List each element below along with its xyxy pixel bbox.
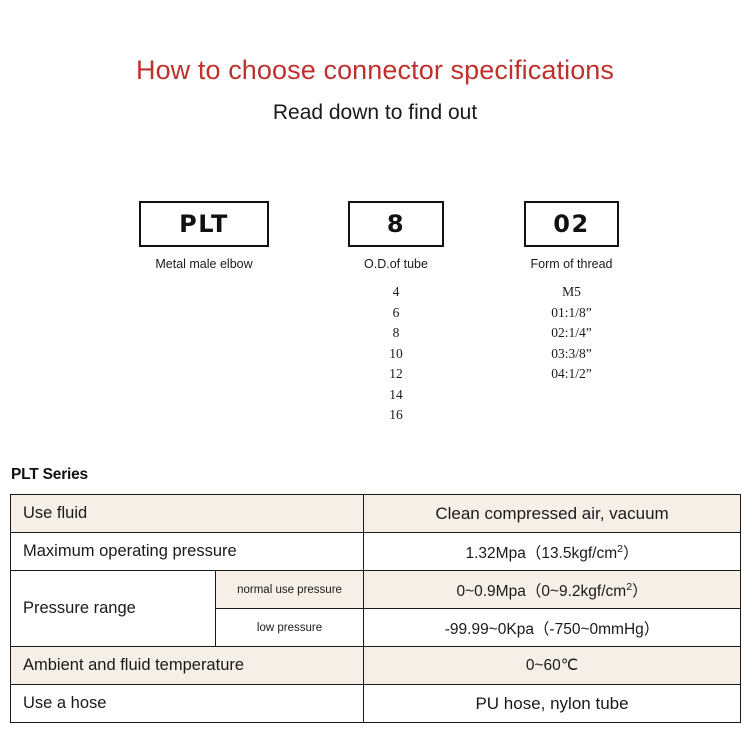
spec-row: low pressure-99.99~0Kpa（-750~0mmHg） bbox=[11, 608, 742, 647]
spec-label: Maximum operating pressure bbox=[9, 532, 365, 571]
code-box-thread-form: 02 bbox=[524, 201, 619, 247]
spec-value: 0~0.9Mpa（0~9.2kgf/cm2） bbox=[363, 570, 742, 609]
spec-value: Clean compressed air, vacuum bbox=[363, 494, 742, 533]
code-option: 4 bbox=[392, 284, 400, 299]
spec-sublabel: normal use pressure bbox=[214, 570, 365, 609]
code-option: 16 bbox=[389, 407, 403, 422]
code-box-tube-size: 8 bbox=[348, 201, 444, 247]
code-options-tube-size: 4 6 8 10 12 14 16 bbox=[348, 282, 444, 426]
spec-value: PU hose, nylon tube bbox=[363, 684, 742, 723]
code-option: 01:1/8” bbox=[551, 304, 592, 320]
spec-label-pressure-range: Pressure range bbox=[10, 570, 216, 647]
code-value-tube-size: 8 bbox=[386, 210, 406, 238]
code-option: 10 bbox=[389, 345, 403, 361]
code-option: 03:3/8” bbox=[551, 345, 592, 361]
spec-label: Ambient and fluid temperature bbox=[9, 646, 365, 685]
spec-series-label: PLT Series bbox=[11, 466, 88, 483]
code-value-thread-form: 02 bbox=[553, 210, 590, 238]
spec-value: 1.32Mpa（13.5kgf/cm2） bbox=[363, 532, 742, 571]
spec-label: Use a hose bbox=[9, 684, 365, 723]
code-options-thread-form: M5 01:1/8” 02:1/4” 03:3/8” 04:1/2” bbox=[524, 282, 619, 385]
code-option: 02:1/4” bbox=[551, 325, 592, 340]
code-caption-thread-form: Form of thread bbox=[530, 257, 613, 271]
code-option: 14 bbox=[389, 386, 403, 402]
spec-label: Use fluid bbox=[9, 494, 365, 533]
spec-value: 0~60℃ bbox=[363, 646, 742, 685]
code-option: 6 bbox=[392, 304, 400, 320]
code-column-series: PLT Metal male elbow bbox=[139, 201, 269, 282]
code-column-tube-size: 8 O.D.of tube 4 6 8 10 12 14 16 bbox=[348, 201, 444, 426]
code-box-series: PLT bbox=[139, 201, 269, 247]
code-column-thread-form: 02 Form of thread M5 01:1/8” 02:1/4” 03:3/8… bbox=[524, 201, 619, 385]
code-caption-series: Metal male elbow bbox=[155, 257, 253, 271]
code-option: M5 bbox=[562, 284, 581, 299]
code-caption-tube-size: O.D.of tube bbox=[364, 257, 428, 271]
page-subtitle: Read down to find out bbox=[272, 101, 478, 124]
code-value-series: PLT bbox=[179, 210, 229, 238]
code-option: 04:1/2” bbox=[551, 366, 592, 381]
page-title: How to choose connector specifications bbox=[135, 55, 615, 85]
spec-value: -99.99~0Kpa（-750~0mmHg） bbox=[363, 608, 742, 647]
spec-sublabel: low pressure bbox=[214, 608, 365, 647]
code-option: 8 bbox=[392, 325, 400, 340]
code-option: 12 bbox=[389, 366, 403, 381]
